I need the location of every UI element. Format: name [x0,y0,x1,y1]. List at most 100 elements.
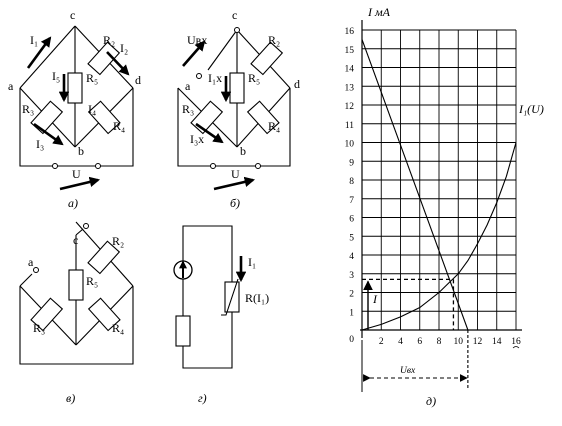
current-label-i3: I₃ [36,137,44,151]
terminal [196,73,202,79]
y-tick-label: 4 [349,252,354,262]
series-line-load [361,39,469,331]
node-label-a: a [185,79,191,93]
voltage-arrow [182,40,206,67]
series-line-i1u [361,142,517,331]
current-label-i4: I₄ [88,102,96,116]
y-tick-label: 11 [345,121,354,131]
current-label-i1x: I₁х [208,71,222,85]
current-label-i: I [372,292,378,306]
node-label-d: d [294,77,300,91]
x-tick-label: 12 [473,337,483,347]
y-axis-label: I мА [367,5,391,19]
node-label-b: b [240,144,246,158]
y-tick-label: 9 [349,158,354,168]
resistor-r4 [87,297,121,332]
node-label-b: b [78,144,84,158]
resistor-r5 [229,72,245,104]
resistor-label-r3: R₃ [33,321,45,335]
wire [177,88,213,167]
resistor-label-r4: R₄ [113,119,125,133]
resistor-r2 [87,41,121,76]
y-tick-label: 16 [345,27,355,37]
origin-label: 0 [349,335,354,345]
chart-annotations [361,278,520,392]
y-tick-label: 7 [349,196,354,206]
y-tick-label: 15 [345,46,355,56]
voltage-label-u: U [72,167,81,181]
resistor-r3 [30,100,64,135]
nonlinear-mark [221,278,239,316]
current-label-i1: I₁ [30,33,38,47]
y-tick-label: 10 [345,140,355,150]
terminal [52,163,58,169]
current-label-i1: I₁ [248,255,256,269]
wire [98,88,134,167]
x-tick-label: 6 [417,337,422,347]
y-tick-label: 8 [349,177,354,187]
x-tick-label: 14 [492,337,502,347]
bridge-circuit-a: c a d b I₁ R₂ I₂ I₅ R₅ I₄ R₃ I₃ R₄ U а) [8,8,141,210]
current-arrow [195,122,224,144]
resistor-label-r3: R₃ [22,102,34,116]
wire [207,29,238,71]
terminal [234,27,240,33]
resistor-label-r2: R₂ [268,33,280,47]
resistor-label-r4: R₄ [268,119,280,133]
resistor-label-r2: R₂ [103,33,115,47]
node-label-c: c [232,8,237,22]
wire [182,312,233,369]
x-axis-label: Uвх [400,366,416,376]
wire [19,88,55,167]
tick-mark [512,346,520,349]
node-label-d: d [135,73,141,87]
terminal [255,163,261,169]
current-arrow [106,51,130,76]
wire [19,273,33,287]
resistor [175,315,191,347]
nonlinear-circuit-g: I₁ R(I₁) г) [173,225,269,405]
y-tick-label: 1 [349,308,354,318]
resistor-label-r3: R₃ [182,102,194,116]
caption-v: в) [66,391,75,405]
resistor-label-r5: R₅ [86,274,98,288]
curve-label: I₁(U) [518,102,544,116]
terminal [210,163,216,169]
voltage-arrow [213,176,256,191]
y-tick-label: 2 [349,290,354,300]
resistor-label-r2: R₂ [112,234,124,248]
x-tick-label: 4 [398,337,403,347]
current-label-i3x: I₃х [190,132,204,146]
caption-g: г) [198,391,207,405]
wire [19,286,134,365]
x-tick-label: 16 [511,337,521,347]
x-tick-label: 2 [379,337,384,347]
wire [258,88,291,167]
voltage-label-u: U [231,167,240,181]
resistor-label-r-i1: R(I₁) [245,291,269,305]
wire [182,225,233,282]
y-tick-label: 13 [345,83,355,93]
y-tick-label: 3 [349,271,354,281]
current-arrow [33,122,64,146]
caption-a: а) [68,196,78,210]
resistor-label-r5: R₅ [248,71,260,85]
terminal [83,223,89,229]
current-label-i2: I₂ [120,41,128,55]
bridge-circuit-v: c a R₂ R₅ R₃ R₄ в) [19,221,134,405]
caption-b: б) [230,196,240,210]
wire [75,228,84,236]
voltage-arrow [59,176,101,191]
chart-series [361,39,517,331]
y-tick-label: 5 [349,233,354,243]
x-tick-label: 10 [454,337,464,347]
resistor-r4 [87,100,121,135]
resistor-r2 [87,240,121,275]
node-label-a: a [28,255,34,269]
caption-d: д) [426,394,436,408]
y-tick-label: 14 [345,65,355,75]
node-label-c: c [70,8,75,22]
